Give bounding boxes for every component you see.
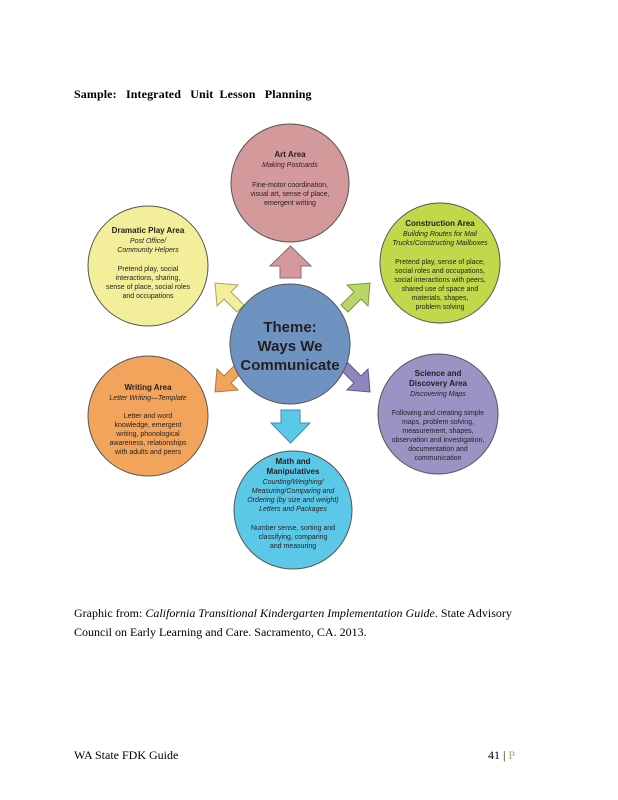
arrow-up: [268, 245, 313, 279]
dramatic-play-circle: [87, 205, 209, 327]
math-area-subtitle-1: Counting/Weighing/: [263, 479, 325, 486]
art-area-title: Art Area: [274, 150, 306, 159]
art-area-body-2: visual art, sense of place,: [251, 191, 330, 198]
science-area-body-5: documentation and: [408, 446, 468, 453]
construction-area-subtitle-1: Building Routes for Mail: [403, 231, 477, 238]
writing-area-body-1: Letter and word: [124, 413, 173, 420]
dramatic-play-subtitle-1: Post Office/: [130, 238, 167, 245]
arrow-down-right: [340, 362, 371, 393]
construction-area-title: Construction Area: [405, 219, 475, 228]
science-area-body-4: observation and investigation,: [392, 437, 485, 444]
art-area-body-3: emergent writing: [264, 200, 316, 207]
science-area-title-1: Science and: [415, 369, 462, 378]
math-area-body-1: Number sense, sorting and: [251, 525, 335, 532]
page-heading: Sample: Integrated Unit Lesson Planning: [74, 87, 312, 101]
dramatic-play-title: Dramatic Play Area: [112, 226, 185, 235]
theme-circle: [229, 283, 351, 405]
construction-area-body-1: Pretend play, sense of place,: [395, 259, 485, 266]
construction-area-body-5: materials, shapes,: [412, 295, 469, 302]
citation-suffix: . State Advisory Council on Early Learni…: [74, 606, 512, 639]
art-area-subtitle: Making Postcards: [262, 162, 318, 169]
theme-line-2: Ways We: [257, 338, 322, 355]
math-area-subtitle-2: Measuring/Comparing and: [252, 488, 336, 495]
dramatic-play-body-4: and occupations: [123, 293, 174, 300]
art-area-circle: [230, 123, 350, 243]
dramatic-play-body-2: interactions, sharing,: [116, 275, 181, 282]
math-area-title-2: Manipulatives: [267, 467, 320, 476]
arrow-up-right: [340, 282, 371, 313]
science-area-body-2: maps, problem solving,: [402, 419, 474, 426]
art-area-text: Art Area Making Postcards Fine-motor coo…: [251, 150, 330, 207]
construction-area-body-6: problem solving: [415, 304, 464, 311]
dramatic-play-body-3: sense of place, social roles: [106, 284, 191, 291]
construction-area-text: Construction Area Building Routes for Ma…: [392, 219, 488, 311]
arrows: [214, 245, 371, 444]
writing-area-text: Writing Area Letter Writing—Template Let…: [109, 383, 187, 456]
writing-area-body-4: awareness, relationships: [109, 440, 187, 447]
math-area-body-3: and measuring: [270, 543, 316, 550]
math-area-text: Math and Manipulatives Counting/Weighing…: [247, 457, 338, 550]
citation-prefix: Graphic from:: [74, 606, 146, 620]
arrow-up-left: [214, 282, 245, 313]
math-area-subtitle-3: Ordering (by size and weight): [247, 497, 338, 504]
dramatic-play-subtitle-2: Community Helpers: [117, 247, 179, 254]
science-area-body-3: measurement, shapes,: [402, 428, 473, 435]
art-area-body-1: Fine-motor coordination,: [252, 182, 328, 189]
lesson-planning-diagram: Theme: Ways We Communicate Art Area Maki…: [87, 123, 501, 570]
science-area-circle: [377, 353, 499, 475]
writing-area-circle: [87, 355, 209, 477]
writing-area-body-5: with adults and peers: [114, 449, 182, 456]
theme-text: Theme: Ways We Communicate: [240, 319, 339, 374]
math-area-title-1: Math and: [275, 457, 310, 466]
science-area-text: Science and Discovery Area Discovering M…: [392, 369, 485, 462]
theme-line-3: Communicate: [240, 357, 339, 374]
citation-title: California Transitional Kindergarten Imp…: [145, 606, 435, 620]
dramatic-play-text: Dramatic Play Area Post Office/ Communit…: [106, 226, 191, 300]
page-label: P: [508, 748, 516, 762]
math-area-body-2: classifying, comparing: [259, 534, 328, 541]
writing-area-subtitle: Letter Writing—Template: [109, 395, 186, 402]
math-area-subtitle-4: Letters and Packages: [259, 506, 327, 513]
construction-area-body-3: social interactions with peers,: [394, 277, 485, 284]
writing-area-body-2: knowledge, emergent: [115, 422, 182, 429]
math-area-circle: [233, 450, 353, 570]
page-number: 41 |: [488, 748, 509, 762]
science-area-body-6: communication: [414, 455, 461, 462]
theme-line-1: Theme:: [263, 319, 316, 336]
science-area-body-1: Following and creating simple: [392, 410, 484, 417]
graphic-citation: Graphic from: California Transitional Ki…: [74, 604, 544, 642]
writing-area-title: Writing Area: [124, 383, 172, 392]
construction-area-subtitle-2: Trucks/Constructing Mailboxes: [392, 240, 488, 247]
construction-area-body-2: social roles and occupations,: [395, 268, 485, 275]
footer-page-number: 41 | P: [488, 748, 515, 763]
science-area-title-2: Discovery Area: [409, 379, 468, 388]
construction-area-circle: [379, 202, 501, 324]
construction-area-body-4: shared use of space and: [402, 286, 479, 293]
dramatic-play-body-1: Pretend play, social: [118, 266, 179, 273]
footer-guide-name: WA State FDK Guide: [74, 748, 179, 762]
science-area-subtitle: Discovering Maps: [410, 391, 466, 398]
writing-area-body-3: writing, phonological: [115, 431, 180, 438]
arrow-down: [269, 409, 312, 444]
